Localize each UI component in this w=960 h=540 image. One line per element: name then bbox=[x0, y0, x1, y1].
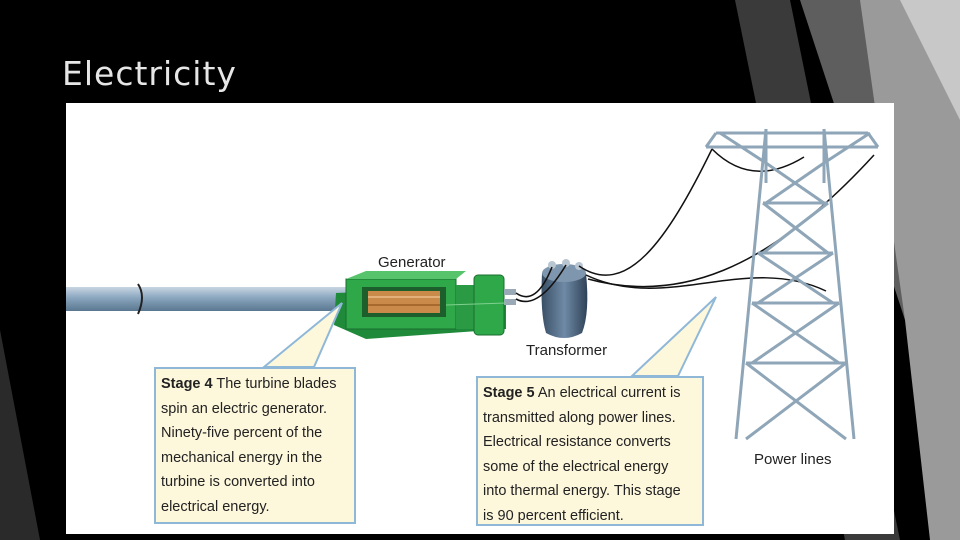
stage4-line-3: Ninety-five percent of the bbox=[161, 425, 323, 442]
transformer bbox=[515, 259, 588, 338]
power-lines-label: Power lines bbox=[754, 451, 832, 468]
stage4-heading: Stage 4 bbox=[161, 376, 213, 392]
stage4-line-4: mechanical energy in the bbox=[161, 449, 323, 466]
stage4-callout: Stage 4 The turbine blades spin an elect… bbox=[154, 367, 356, 524]
stage5-line-1: Stage 5 An electrical current is bbox=[483, 385, 681, 401]
electricity-diagram: Generator Transformer Power lines Stage … bbox=[66, 103, 894, 534]
stage5-heading: Stage 5 bbox=[483, 385, 535, 401]
stage5-line-6: is 90 percent efficient. bbox=[483, 507, 624, 524]
stage5-line-3: Electrical resistance converts bbox=[483, 434, 671, 451]
power-line-wires bbox=[578, 148, 875, 292]
stage5-line-5: into thermal energy. This stage bbox=[483, 483, 681, 500]
stage4-line-5: turbine is converted into bbox=[161, 474, 315, 491]
stage5-line-2: transmitted along power lines. bbox=[483, 409, 676, 426]
turbine-shaft bbox=[66, 283, 356, 315]
transmission-tower bbox=[704, 128, 880, 441]
stage4-line-6: electrical energy. bbox=[161, 498, 270, 515]
slide-title: Electricity bbox=[62, 54, 237, 93]
diagram-illustration bbox=[66, 128, 880, 441]
generator bbox=[334, 271, 516, 339]
stage4-line-1: Stage 4 The turbine blades bbox=[161, 376, 337, 392]
stage5-line-4: some of the electrical energy bbox=[483, 458, 669, 475]
stage5-callout: Stage 5 An electrical current is transmi… bbox=[476, 376, 704, 526]
transformer-label: Transformer bbox=[526, 342, 608, 359]
stage4-line-2: spin an electric generator. bbox=[161, 400, 328, 417]
generator-label: Generator bbox=[378, 254, 446, 271]
